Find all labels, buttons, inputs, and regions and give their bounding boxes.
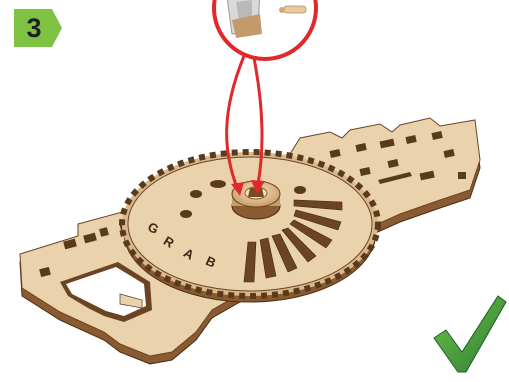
step-badge: 3 [14, 9, 62, 47]
step-number: 3 [14, 9, 54, 47]
checkmark-icon [434, 296, 506, 372]
gear: G R A B [122, 152, 378, 302]
